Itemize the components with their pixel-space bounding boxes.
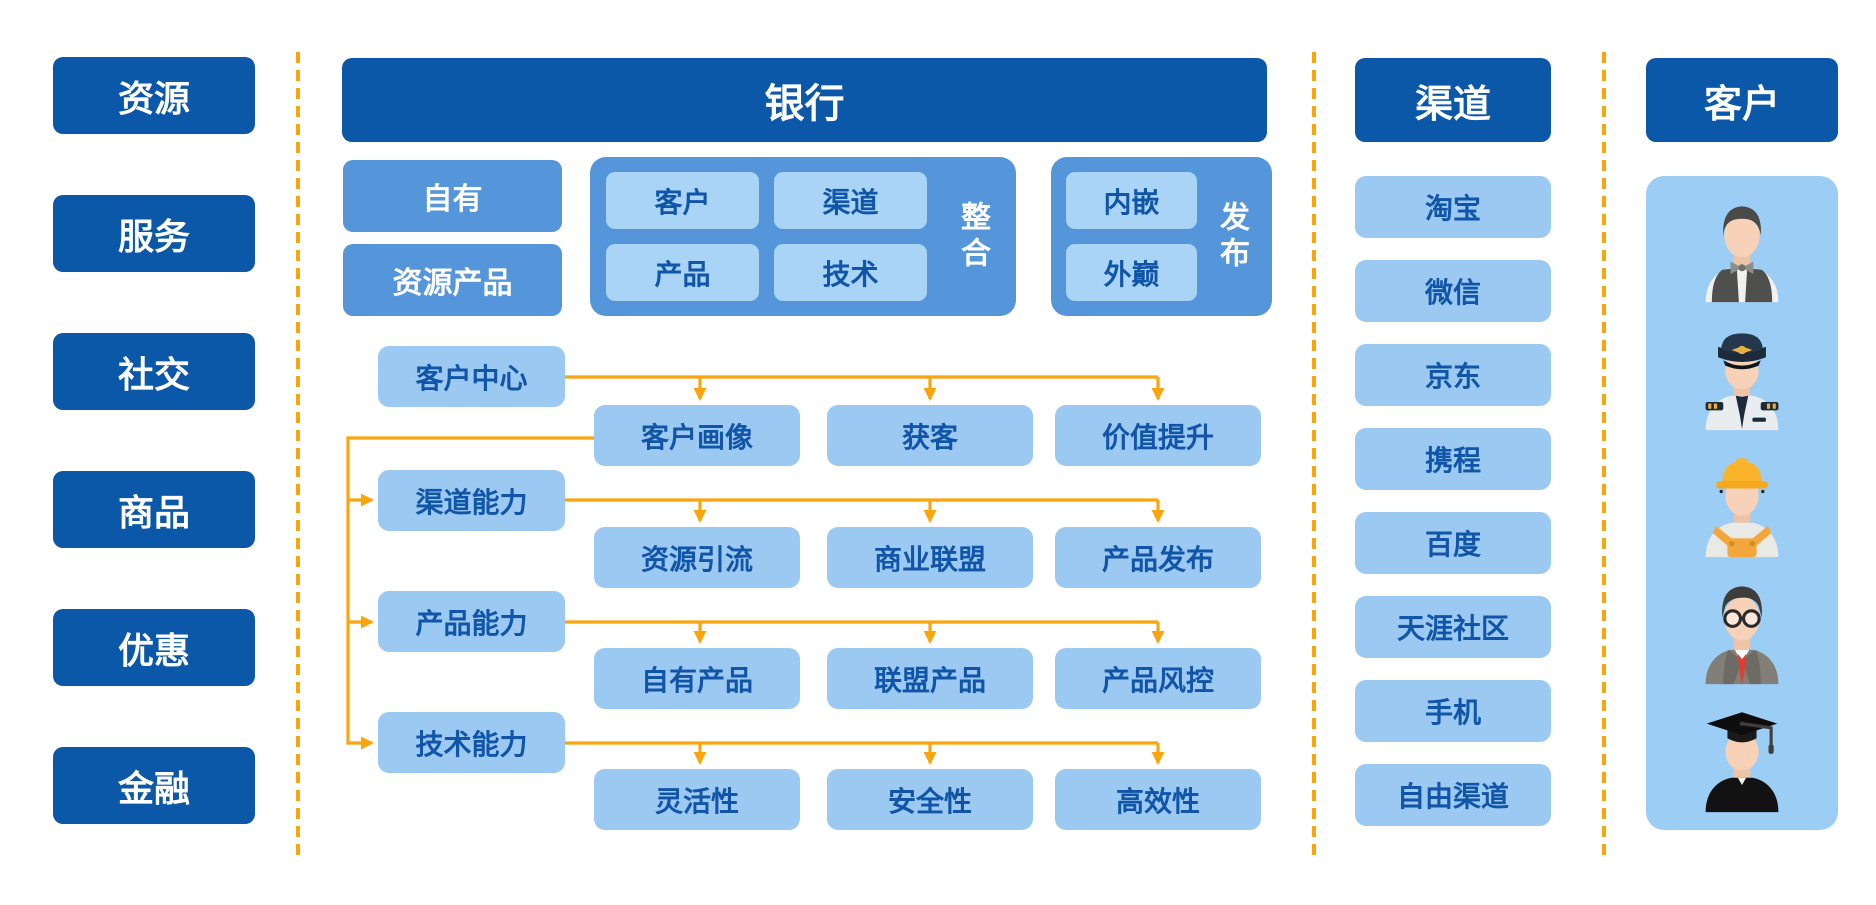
resource-box-2: 服务 <box>53 195 255 272</box>
channel-item-taobao: 淘宝 <box>1355 176 1551 238</box>
integration-cell-channel: 渠道 <box>774 172 927 229</box>
publish-cell-embedded: 内嵌 <box>1066 172 1197 229</box>
channel-item-tianya: 天涯社区 <box>1355 596 1551 658</box>
flow-head-tech-capability: 技术能力 <box>378 712 565 773</box>
channel-item-free: 自由渠道 <box>1355 764 1551 826</box>
own-box: 自有 <box>343 160 562 232</box>
integration-cell-product: 产品 <box>606 244 759 301</box>
channel-item-wechat: 微信 <box>1355 260 1551 322</box>
resource-box-6: 金融 <box>53 747 255 824</box>
businessman-icon <box>1705 586 1779 685</box>
flow-head-customer-center: 客户中心 <box>378 346 565 407</box>
integration-group: 客户 渠道 产品 技术 整合 <box>590 157 1016 316</box>
pilot-icon <box>1705 333 1779 430</box>
publish-label: 发布 <box>1214 200 1249 273</box>
flow-child-biz-alliance: 商业联盟 <box>827 527 1033 588</box>
flow-head-product-capability: 产品能力 <box>378 591 565 652</box>
channel-item-baidu: 百度 <box>1355 512 1551 574</box>
flow-child-resource-traffic: 资源引流 <box>594 527 800 588</box>
construction-worker-icon <box>1705 458 1779 558</box>
resource-product-box: 资源产品 <box>343 244 562 316</box>
channel-item-ctrip: 携程 <box>1355 428 1551 490</box>
customers-panel <box>1646 176 1838 830</box>
flow-child-acquisition: 获客 <box>827 405 1033 466</box>
publish-cell-external: 外巅 <box>1066 244 1197 301</box>
resource-box-4: 商品 <box>53 471 255 548</box>
flow-child-flexibility: 灵活性 <box>594 769 800 830</box>
flow-child-risk-control: 产品风控 <box>1055 648 1261 709</box>
flow-child-value-uplift: 价值提升 <box>1055 405 1261 466</box>
dashed-separator-3 <box>1602 52 1606 858</box>
graduate-icon <box>1705 711 1779 812</box>
flow-child-product-release: 产品发布 <box>1055 527 1261 588</box>
flow-child-efficiency: 高效性 <box>1055 769 1261 830</box>
flow-head-channel-capability: 渠道能力 <box>378 470 565 531</box>
integration-cell-tech: 技术 <box>774 244 927 301</box>
resource-box-1: 资源 <box>53 57 255 134</box>
integration-label: 整合 <box>955 200 990 273</box>
flow-child-customer-profile: 客户画像 <box>594 405 800 466</box>
resource-box-5: 优惠 <box>53 609 255 686</box>
publish-group: 内嵌 外巅 发布 <box>1051 157 1272 316</box>
flow-child-security: 安全性 <box>827 769 1033 830</box>
bank-header: 银行 <box>342 58 1267 142</box>
channel-item-jd: 京东 <box>1355 344 1551 406</box>
channels-header: 渠道 <box>1355 58 1551 142</box>
customers-header: 客户 <box>1646 58 1838 142</box>
channel-item-mobile: 手机 <box>1355 680 1551 742</box>
integration-cell-customer: 客户 <box>606 172 759 229</box>
dashed-separator-2 <box>1312 52 1316 858</box>
dashed-separator-1 <box>296 52 300 858</box>
resource-box-3: 社交 <box>53 333 255 410</box>
flow-child-own-product: 自有产品 <box>594 648 800 709</box>
flow-child-alliance-product: 联盟产品 <box>827 648 1033 709</box>
waiter-icon <box>1705 206 1779 303</box>
